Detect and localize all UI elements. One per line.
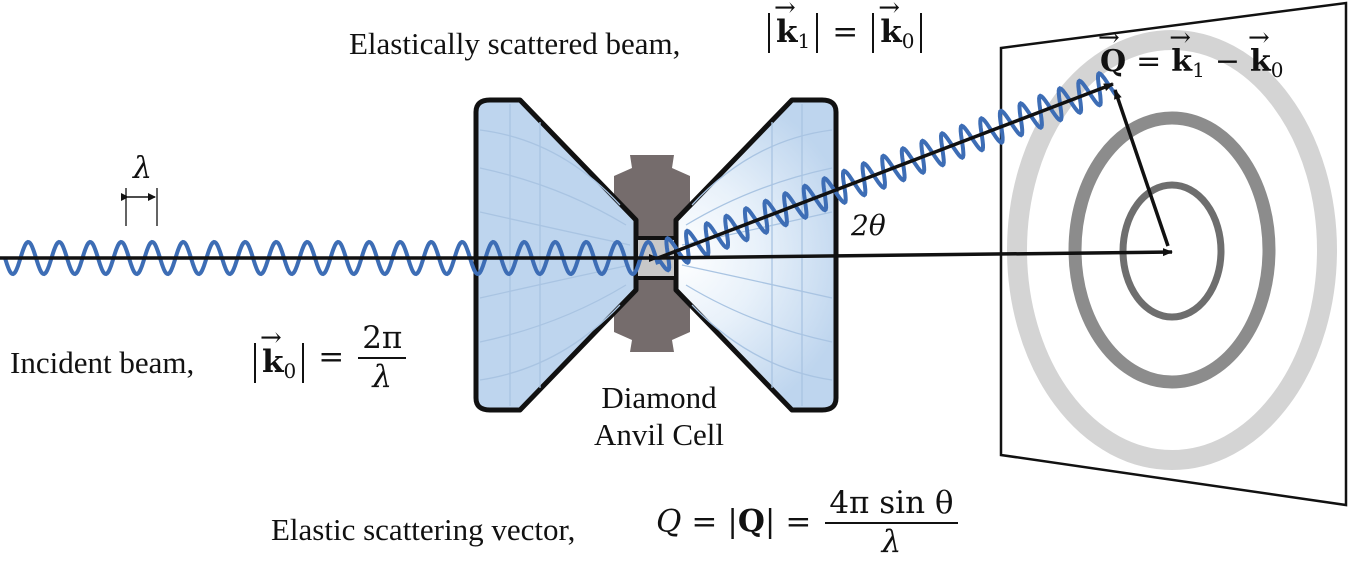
Q-italic: Q bbox=[656, 503, 682, 540]
elastic-beam-equation: →k1=→k0 bbox=[764, 0, 926, 53]
lambda-symbol: λ bbox=[133, 151, 153, 186]
k0-subscript: 0 bbox=[283, 359, 297, 383]
Q-symbol: Q bbox=[1100, 44, 1127, 79]
diffraction-ring-outer bbox=[1007, 30, 1337, 470]
elastic-beam-label: Elastically scattered beam, bbox=[349, 28, 680, 59]
equals-sign: = bbox=[1136, 44, 1162, 79]
incident-beam-label: Incident beam, bbox=[10, 347, 194, 378]
equals-sign: = bbox=[691, 503, 718, 540]
two-pi: 2π bbox=[358, 323, 407, 359]
wavelength-marker bbox=[121, 188, 158, 226]
k-symbol: k bbox=[776, 14, 798, 50]
two-theta-label: 2θ bbox=[851, 212, 886, 240]
k0-subscript: 0 bbox=[1270, 58, 1284, 82]
Q-bold: Q bbox=[737, 503, 765, 540]
k-symbol: k bbox=[262, 344, 284, 380]
lambda-label: λ bbox=[133, 154, 152, 184]
scattering-vector-label: Elastic scattering vector, bbox=[271, 514, 575, 545]
scattered-k1-arrow bbox=[657, 82, 1114, 260]
lambda-denominator: λ bbox=[372, 359, 393, 395]
four-pi-sin-theta: 4π sin θ bbox=[825, 488, 958, 524]
equals-sign: = bbox=[318, 338, 345, 375]
dac-label-line1: Diamond bbox=[601, 380, 717, 415]
Q-vector-arrow bbox=[1113, 89, 1170, 247]
scattered-wave bbox=[656, 70, 1120, 273]
k1-subscript: 1 bbox=[797, 29, 811, 53]
diamond-anvil-cell bbox=[473, 97, 839, 413]
two-theta-text: 2θ bbox=[851, 209, 886, 242]
equals-sign: = bbox=[785, 503, 812, 540]
elastic-beam-text: Elastically scattered beam, bbox=[349, 26, 681, 61]
minus-sign: − bbox=[1214, 44, 1240, 79]
k0-subscript: 0 bbox=[901, 29, 915, 53]
k-symbol: k bbox=[880, 14, 902, 50]
equals-sign: = bbox=[832, 13, 859, 50]
detector-screen bbox=[999, 1, 1348, 507]
lambda-denominator: λ bbox=[881, 524, 902, 560]
Q-definition: →Q=→k1−→k0 bbox=[1098, 23, 1284, 82]
scattering-vector-text: Elastic scattering vector, bbox=[271, 512, 576, 547]
transmitted-k0-arrow bbox=[657, 248, 1173, 260]
dac-label-line2: Anvil Cell bbox=[593, 416, 725, 452]
k-symbol: k bbox=[1249, 44, 1271, 79]
diffraction-ring-middle bbox=[1068, 111, 1276, 389]
k1-subscript: 1 bbox=[1192, 58, 1205, 82]
detector bbox=[999, 1, 1348, 507]
incident-beam-text: Incident beam, bbox=[10, 345, 195, 380]
dac-label: Diamond Anvil Cell bbox=[585, 380, 733, 453]
k-symbol: k bbox=[1171, 44, 1193, 79]
